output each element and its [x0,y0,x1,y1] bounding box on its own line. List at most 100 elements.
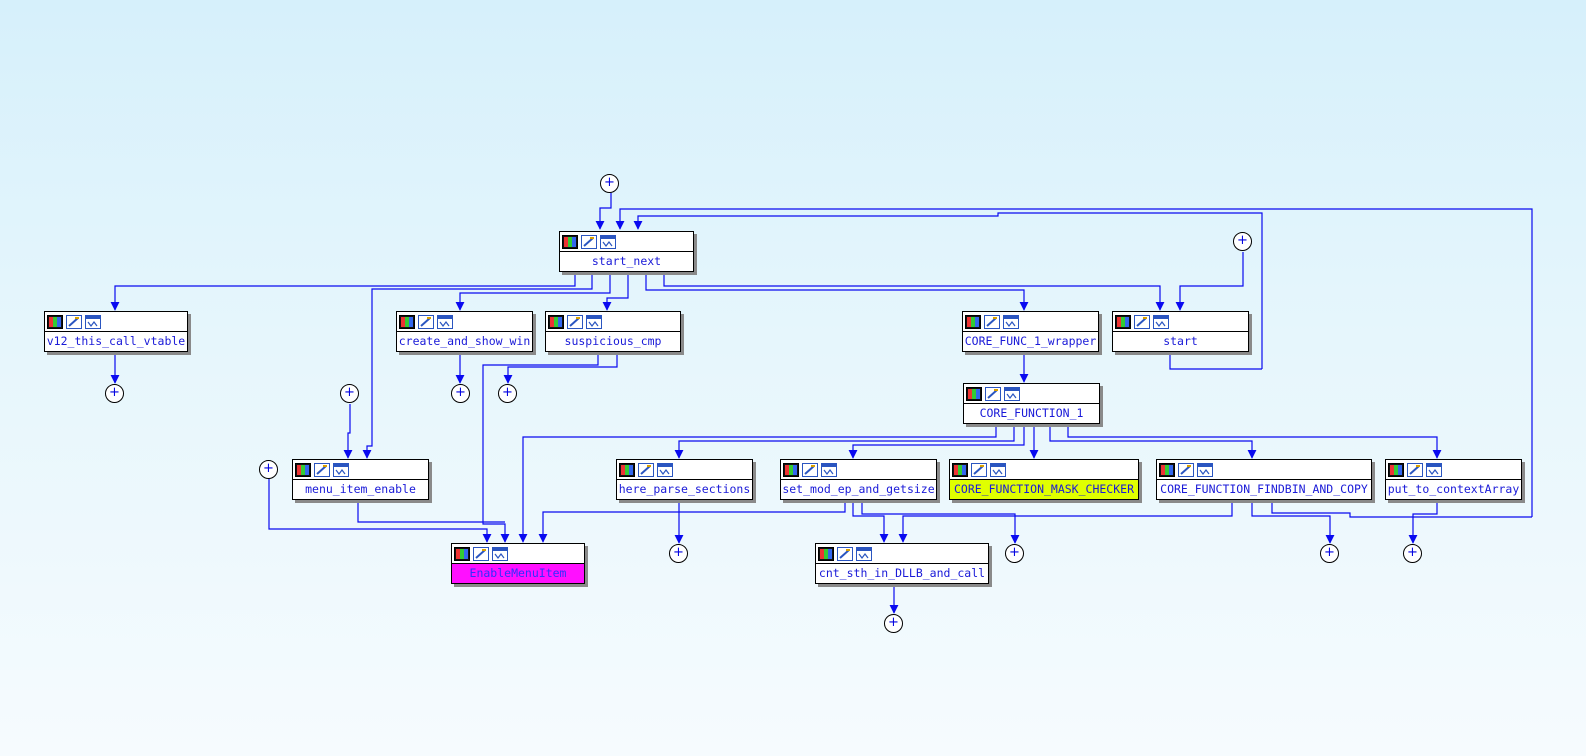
edge [110,272,576,311]
edge [343,404,353,459]
node-toolbar [950,460,1138,480]
color-palette-icon[interactable] [295,462,311,477]
graph-group-icon[interactable] [600,234,616,249]
node-toolbar [964,384,1099,404]
edge [455,272,611,311]
graph-group-icon[interactable] [1153,314,1169,329]
edge [538,500,846,543]
edge [595,193,612,230]
expand-node-button[interactable]: + [105,384,124,403]
node-toolbar [816,544,988,564]
color-palette-icon[interactable] [783,462,799,477]
rename-pencil-icon[interactable] [985,386,1001,401]
node-suspicious_cmp[interactable]: suspicious_cmp [545,311,681,352]
edge [268,479,492,543]
rename-pencil-icon[interactable] [1407,462,1423,477]
graph-edges [110,193,1533,614]
node-CORE_FUNCTION_FINDBIN_AND_COPY[interactable]: CORE_FUNCTION_FINDBIN_AND_COPY [1156,459,1372,500]
graph-group-icon[interactable] [1004,386,1020,401]
rename-pencil-icon[interactable] [1178,462,1194,477]
rename-pencil-icon[interactable] [66,314,82,329]
node-menu_item_enable[interactable]: menu_item_enable [292,459,429,500]
node-label: start_next [560,252,693,271]
rename-pencil-icon[interactable] [418,314,434,329]
edge [645,272,1029,311]
expand-node-button[interactable]: + [498,384,517,403]
node-start[interactable]: start [1112,311,1249,352]
graph-group-icon[interactable] [492,546,508,561]
rename-pencil-icon[interactable] [802,462,818,477]
expand-node-button[interactable]: + [1403,544,1422,563]
color-palette-icon[interactable] [619,462,635,477]
node-toolbar [1113,312,1248,332]
node-toolbar [293,460,428,480]
edge [633,212,1263,369]
node-here_parse_sections[interactable]: here_parse_sections [616,459,753,500]
node-toolbar [452,544,584,564]
color-palette-icon[interactable] [399,314,415,329]
edge [482,350,599,543]
graph-group-icon[interactable] [1003,314,1019,329]
rename-pencil-icon[interactable] [837,546,853,561]
rename-pencil-icon[interactable] [314,462,330,477]
node-cnt_sth_in_DLLB_and_call[interactable]: cnt_sth_in_DLLB_and_call [815,543,989,584]
expand-node-button[interactable]: + [259,460,278,479]
expand-node-button[interactable]: + [884,614,903,633]
color-palette-icon[interactable] [1159,462,1175,477]
node-CORE_FUNCTION_MASK_CHECKER[interactable]: CORE_FUNCTION_MASK_CHECKER [949,459,1139,500]
node-set_mod_ep_and_getsize[interactable]: set_mod_ep_and_getsize [780,459,937,500]
graph-group-icon[interactable] [657,462,673,477]
expand-node-button[interactable]: + [1233,232,1252,251]
node-label: v12_this_call_vtable [45,332,187,351]
node-put_to_contextArray[interactable]: put_to_contextArray [1385,459,1522,500]
rename-pencil-icon[interactable] [1134,314,1150,329]
node-create_and_show_win[interactable]: create_and_show_win [396,311,533,352]
graph-group-icon[interactable] [821,462,837,477]
graph-group-icon[interactable] [1426,462,1442,477]
rename-pencil-icon[interactable] [638,462,654,477]
edge [362,272,593,459]
color-palette-icon[interactable] [965,314,981,329]
color-palette-icon[interactable] [1388,462,1404,477]
node-EnableMenuItem[interactable]: EnableMenuItem [451,543,585,584]
rename-pencil-icon[interactable] [473,546,489,561]
edge [852,500,889,543]
expand-node-button[interactable]: + [1005,544,1024,563]
node-start_next[interactable]: start_next [559,231,694,272]
edge [1408,500,1438,544]
node-toolbar [781,460,936,480]
graph-group-icon[interactable] [586,314,602,329]
node-v12_this_call_vtable[interactable]: v12_this_call_vtable [44,311,188,352]
color-palette-icon[interactable] [952,462,968,477]
node-label: menu_item_enable [293,480,428,499]
graph-group-icon[interactable] [990,462,1006,477]
node-CORE_FUNCTION_1[interactable]: CORE_FUNCTION_1 [963,383,1100,424]
color-palette-icon[interactable] [818,546,834,561]
node-label: put_to_contextArray [1386,480,1521,499]
color-palette-icon[interactable] [1115,314,1131,329]
graph-group-icon[interactable] [85,314,101,329]
graph-group-icon[interactable] [1197,462,1213,477]
edge [1251,500,1335,544]
color-palette-icon[interactable] [966,386,982,401]
expand-node-button[interactable]: + [340,384,359,403]
graph-group-icon[interactable] [856,546,872,561]
graph-group-icon[interactable] [437,314,453,329]
graph-group-icon[interactable] [333,462,349,477]
rename-pencil-icon[interactable] [984,314,1000,329]
color-palette-icon[interactable] [548,314,564,329]
node-CORE_FUNC_1_wrapper[interactable]: CORE_FUNC_1_wrapper [962,311,1099,352]
node-label: create_and_show_win [397,332,532,351]
color-palette-icon[interactable] [47,314,63,329]
expand-node-button[interactable]: + [669,544,688,563]
rename-pencil-icon[interactable] [971,462,987,477]
expand-node-button[interactable]: + [1320,544,1339,563]
expand-node-button[interactable]: + [451,384,470,403]
rename-pencil-icon[interactable] [567,314,583,329]
color-palette-icon[interactable] [454,546,470,561]
node-label: CORE_FUNCTION_MASK_CHECKER [950,480,1138,499]
node-label: EnableMenuItem [452,564,584,583]
expand-node-button[interactable]: + [600,174,619,193]
color-palette-icon[interactable] [562,234,578,249]
rename-pencil-icon[interactable] [581,234,597,249]
